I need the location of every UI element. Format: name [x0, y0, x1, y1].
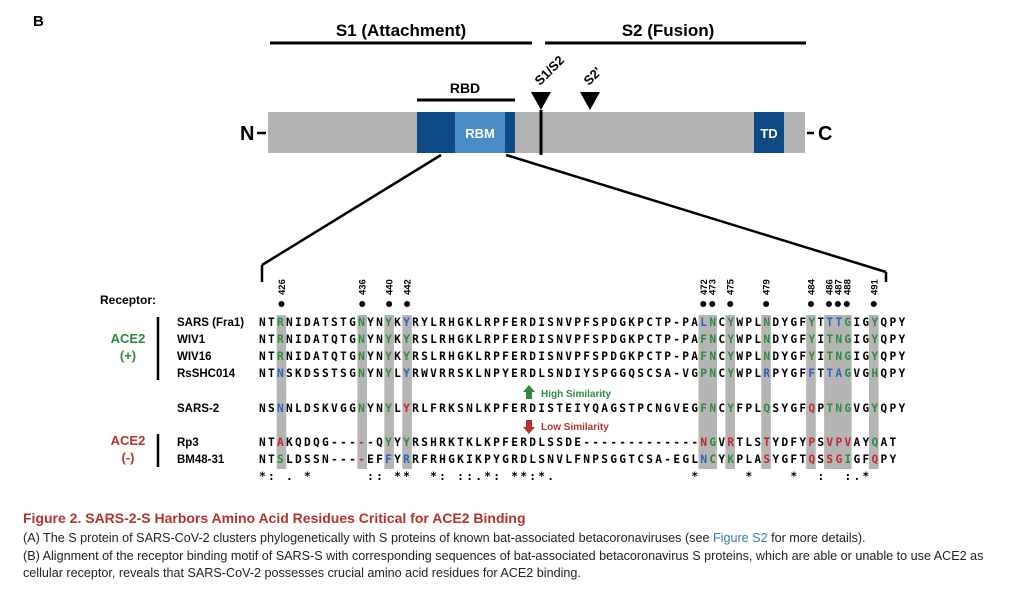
- residue-position-dot: [763, 301, 770, 307]
- high-similarity-label: High Similarity: [541, 389, 611, 400]
- zoom-line-left: [261, 153, 442, 267]
- rbm-region: [455, 112, 505, 153]
- caption-a-text-1: (A) The S protein of SARS-CoV-2 clusters…: [23, 531, 713, 545]
- residue-position-label: 436: [358, 279, 369, 295]
- highlight-column: [276, 315, 287, 469]
- residue-position-label: 440: [385, 279, 396, 295]
- sequence-name: WIV1: [177, 334, 206, 346]
- residue-position-dot: [386, 301, 393, 307]
- ace2-positive-label: ACE2: [111, 331, 146, 346]
- receptor-label: Receptor:: [100, 293, 156, 307]
- residue-position-dot: [807, 301, 814, 307]
- residue-position-label: 479: [762, 279, 773, 295]
- s2-label: S2 (Fusion): [622, 21, 715, 40]
- panel-label: B: [33, 13, 44, 30]
- highlight-column: [384, 315, 394, 469]
- residue-position-label: 442: [403, 279, 414, 295]
- residue-position-dot: [834, 301, 841, 307]
- residue-position-label: 488: [842, 279, 853, 295]
- ace2-positive-sign: (+): [120, 348, 136, 363]
- highlight-column: [842, 315, 852, 469]
- caption-paragraph-a: (A) The S protein of SARS-CoV-2 clusters…: [23, 530, 1013, 548]
- sequence-name: SARS-2: [177, 403, 219, 415]
- low-similarity-label: Low Similarity: [541, 422, 609, 433]
- s2-prime-cleavage-marker: [580, 92, 600, 110]
- zoom-line-right: [505, 153, 887, 274]
- residue-position-label: 475: [726, 278, 737, 295]
- sequence-name: SARS (Fra1): [177, 317, 244, 329]
- rbd-label: RBD: [450, 80, 480, 96]
- ace2-negative-label: ACE2: [111, 433, 146, 448]
- residue-position-dot: [359, 301, 366, 307]
- td-label: TD: [760, 126, 777, 141]
- caption-title: Figure 2. SARS-2-S Harbors Amino Acid Re…: [23, 510, 526, 526]
- residue-position-dot: [700, 301, 707, 307]
- highlight-column: [806, 315, 816, 469]
- sequence-name: WIV16: [177, 351, 212, 363]
- highlight-column: [698, 315, 709, 469]
- residue-position-label: 486: [824, 279, 835, 295]
- residue-position-label: 484: [806, 278, 817, 295]
- figure-s2-link[interactable]: Figure S2: [712, 531, 768, 545]
- residue-position-dot: [825, 301, 832, 307]
- sequence-name: Rp3: [177, 437, 199, 449]
- highlight-column: [833, 315, 843, 469]
- s1-label: S1 (Attachment): [336, 21, 466, 40]
- highlight-columns: [276, 315, 879, 469]
- highlight-column: [725, 315, 735, 469]
- caption-a-text-2: for more details).: [767, 531, 866, 545]
- residue-position-dot: [843, 301, 850, 307]
- n-terminus-label: N: [240, 123, 254, 145]
- highlight-column: [707, 315, 718, 469]
- td-region: [754, 112, 784, 153]
- spike-protein-figure: B S1 (Attachment) S2 (Fusion) RBD S1/S2 …: [33, 13, 905, 483]
- highlight-column: [357, 315, 367, 469]
- low-similarity-arrow: [523, 420, 535, 434]
- residue-position-dot: [278, 301, 285, 307]
- spike-protein-bar: [268, 112, 805, 153]
- rbm-label: RBM: [465, 126, 495, 141]
- residue-position-dot: [709, 301, 716, 307]
- high-similarity-arrow: [523, 385, 535, 399]
- figure-caption: Figure 2. SARS-2-S Harbors Amino Acid Re…: [23, 510, 1013, 583]
- sequence-name: BM48-31: [177, 454, 225, 466]
- residue-position-dot: [404, 301, 411, 307]
- consensus-line: *: . * :: ** *: ::.*: **:*. * * * : :.*: [259, 470, 870, 483]
- residue-position-label: 487: [833, 279, 844, 295]
- ace2-negative-sign: (-): [122, 450, 135, 465]
- s1s2-cleavage-marker: [531, 92, 551, 110]
- s1s2-label: S1/S2: [532, 52, 568, 88]
- residue-position-label: 472: [699, 279, 710, 295]
- residue-position-dot: [727, 301, 734, 307]
- residue-position-label: 473: [708, 279, 719, 295]
- residue-position-label: 426: [277, 279, 288, 295]
- sequence-name: RsSHC014: [177, 368, 236, 380]
- residue-position-label: 491: [869, 278, 880, 295]
- caption-paragraph-b: (B) Alignment of the receptor binding mo…: [23, 548, 984, 581]
- highlight-column: [824, 315, 834, 469]
- residue-position-dot: [870, 301, 877, 307]
- highlight-column: [402, 315, 412, 469]
- c-terminus-label: C: [818, 123, 832, 145]
- s2-prime-label: S2': [581, 64, 605, 88]
- highlight-column: [761, 315, 771, 469]
- highlight-column: [869, 315, 879, 469]
